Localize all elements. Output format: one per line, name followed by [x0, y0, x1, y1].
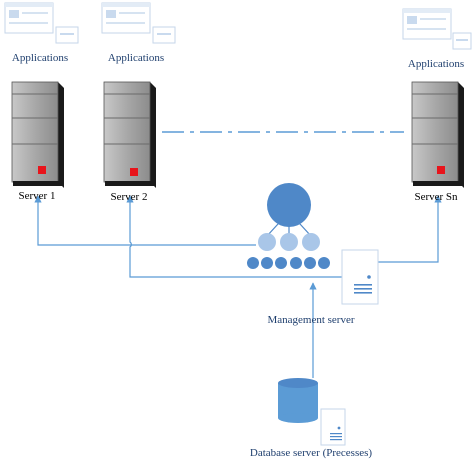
server-rack-1 — [11, 81, 64, 188]
server-1-label: Server 1 — [18, 190, 56, 202]
cluster-child-node — [280, 233, 298, 251]
app-window-icon-2 — [101, 2, 176, 44]
applications-label-3: Applications — [407, 58, 465, 70]
cluster-leaf-node — [247, 257, 259, 269]
server-2-led — [130, 168, 138, 176]
cluster-leaf-node — [318, 257, 330, 269]
cluster-child-node — [258, 233, 276, 251]
server-n-led — [437, 166, 445, 174]
applications-label-1: Applications — [11, 52, 69, 64]
management-server-label: Management server — [267, 314, 355, 326]
server-n-label: Server Sn — [414, 191, 458, 203]
server-2-label: Server 2 — [110, 191, 148, 203]
applications-label-2: Applications — [107, 52, 165, 64]
cluster-child-node — [302, 233, 320, 251]
server-rack-n — [411, 81, 464, 188]
cluster-leaf-node — [275, 257, 287, 269]
database-server-label: Database server (Precesses) — [249, 447, 373, 459]
link-to-server-1 — [34, 195, 256, 246]
link-to-server-2 — [126, 195, 342, 278]
cluster-root-node — [267, 183, 311, 227]
app-window-icon-1 — [4, 2, 79, 44]
cluster-leaf-node — [261, 257, 273, 269]
database-document-card — [320, 408, 346, 446]
management-server-card — [341, 249, 379, 305]
server-rack-2 — [103, 81, 156, 188]
cluster-leaf-node — [304, 257, 316, 269]
cluster-leaf-node — [290, 257, 302, 269]
database-icon — [278, 378, 318, 423]
management-cluster — [247, 183, 330, 269]
link-to-server-n — [378, 195, 442, 263]
server-1-led — [38, 166, 46, 174]
app-window-icon-3 — [402, 8, 472, 50]
